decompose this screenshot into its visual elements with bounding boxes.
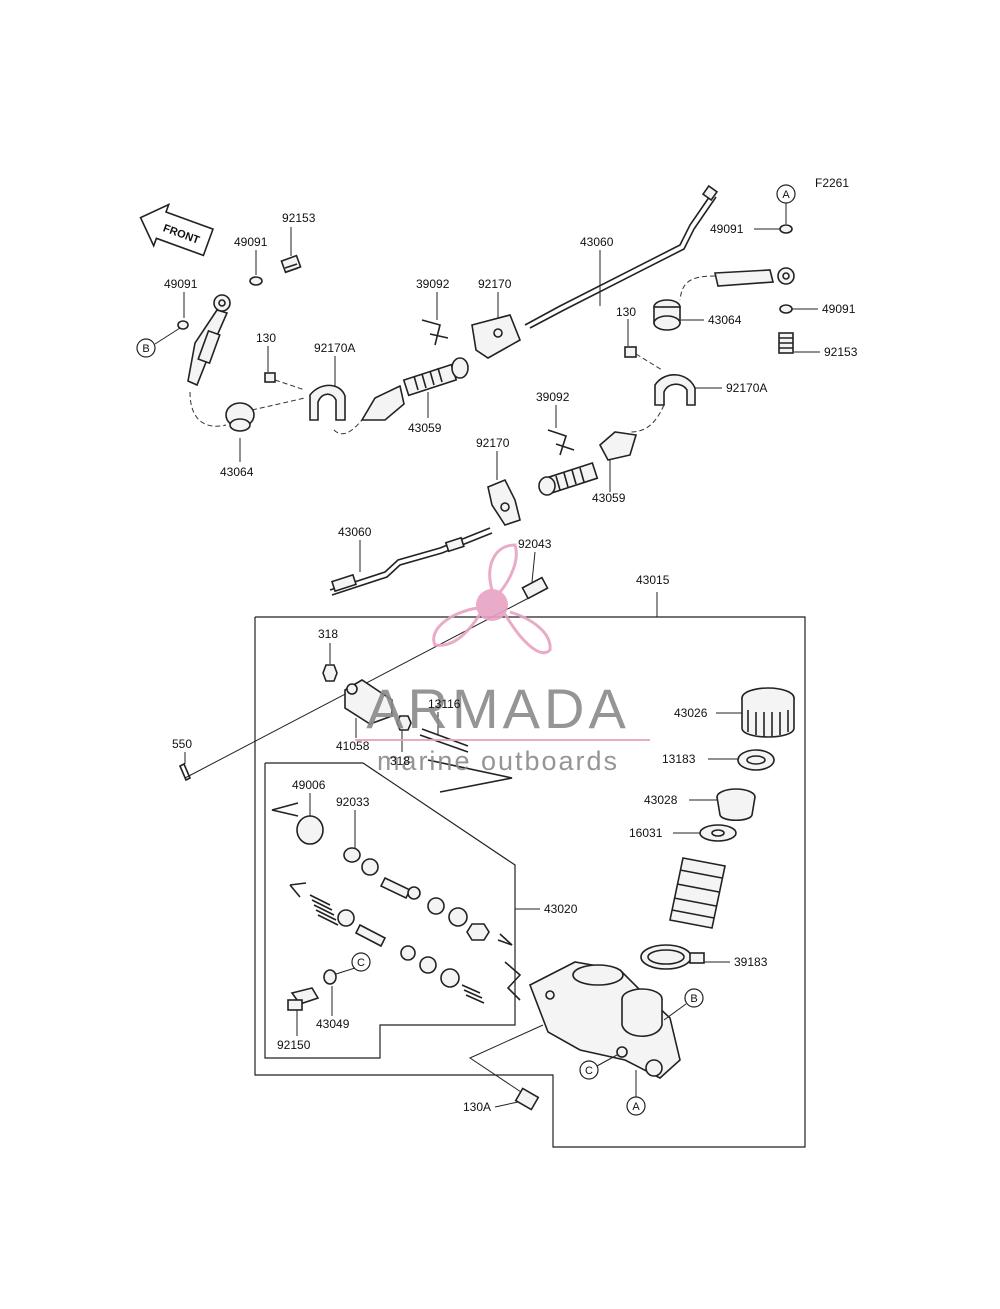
diagram-code: F2261 [815, 176, 849, 190]
label-49091-right-lower: 49091 [822, 302, 856, 316]
label-13116: 13116 [428, 697, 461, 711]
label-49091-right-upper: 49091 [710, 222, 744, 236]
svg-text:B: B [690, 993, 697, 1005]
label-92170-mid: 92170 [476, 436, 510, 450]
assembly-43015-frame [254, 616, 806, 1148]
label-92150: 92150 [277, 1038, 311, 1052]
left-linkage [177, 184, 719, 435]
label-43064-left: 43064 [220, 465, 254, 479]
label-92153-left: 92153 [282, 211, 316, 225]
label-49091-left-upper: 49091 [234, 235, 268, 249]
reference-circle-b-left: B [136, 327, 181, 358]
leader-lines [183, 227, 820, 1108]
svg-text:A: A [632, 1101, 640, 1113]
reservoir-parts [640, 687, 795, 970]
label-92043: 92043 [518, 537, 552, 551]
label-43049: 43049 [316, 1017, 350, 1031]
armada-logo: ARMADA marine outboards [355, 543, 650, 776]
pin-and-clevis [178, 576, 549, 793]
svg-text:A: A [782, 189, 790, 201]
right-linkage [329, 224, 795, 596]
label-39092-mid: 39092 [536, 390, 570, 404]
logo-tagline: marine outboards [377, 746, 619, 776]
label-92153-right: 92153 [824, 345, 858, 359]
piston-kit-parts [271, 802, 513, 1011]
propeller-icon [432, 543, 552, 654]
label-130-left: 130 [256, 331, 276, 345]
label-43020: 43020 [544, 902, 578, 916]
reference-circle-b-body: B [663, 988, 704, 1021]
label-16031: 16031 [629, 826, 663, 840]
label-130-right: 130 [616, 305, 636, 319]
label-49091-left-lower: 49091 [164, 277, 198, 291]
label-550: 550 [172, 737, 192, 751]
label-43060-top: 43060 [580, 235, 614, 249]
kit-43020-frame [264, 762, 516, 1059]
reference-circle-c-kit: C [335, 952, 371, 975]
svg-text:C: C [585, 1065, 593, 1077]
label-43064-right: 43064 [708, 313, 742, 327]
master-cylinder-body [468, 961, 681, 1111]
logo-wordmark: ARMADA [366, 677, 630, 740]
label-130A: 130A [463, 1100, 491, 1114]
label-43015: 43015 [636, 573, 670, 587]
label-43060-mid: 43060 [338, 525, 372, 539]
svg-text:C: C [357, 957, 365, 969]
reference-circle-a-top: A [776, 184, 796, 224]
label-318-upper: 318 [318, 627, 338, 641]
label-39092-top: 39092 [416, 277, 450, 291]
label-41058: 41058 [336, 739, 370, 753]
reference-circle-a-body: A [626, 1070, 646, 1116]
label-43059-mid: 43059 [592, 491, 626, 505]
label-49006: 49006 [292, 778, 326, 792]
label-92170A-right: 92170A [726, 381, 767, 395]
label-92033: 92033 [336, 795, 370, 809]
label-43026: 43026 [674, 706, 708, 720]
svg-text:B: B [142, 343, 149, 355]
label-13183: 13183 [662, 752, 696, 766]
label-318-lower: 318 [390, 754, 410, 768]
front-direction-arrow: FRONT [139, 202, 215, 257]
label-92170-top: 92170 [478, 277, 512, 291]
part-number-labels: F2261 92153 49091 49091 130 92170A 43064… [164, 176, 858, 1114]
reference-circle-c-body: C [579, 1054, 618, 1080]
label-39183: 39183 [734, 955, 768, 969]
label-43028: 43028 [644, 793, 678, 807]
label-92170A-left: 92170A [314, 341, 355, 355]
label-43059-top: 43059 [408, 421, 442, 435]
